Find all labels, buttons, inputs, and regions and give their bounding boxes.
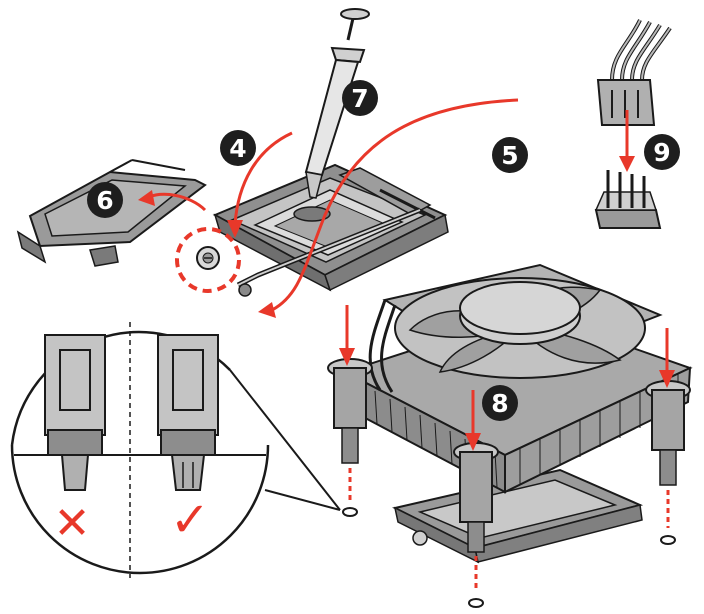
fan-connector xyxy=(596,19,672,126)
step-badge-8: 8 xyxy=(482,385,518,421)
push-pin-front xyxy=(453,442,499,608)
lever-arrows xyxy=(138,98,519,318)
step-badge-5: 5 xyxy=(492,137,528,173)
correct-mark: ✓ xyxy=(170,492,210,548)
fan-header xyxy=(594,170,662,229)
push-pin-right xyxy=(645,380,691,545)
detail-magnifier xyxy=(10,322,341,578)
motherboard-socket-bottom xyxy=(392,468,644,564)
step-badge-6: 6 xyxy=(87,182,123,218)
push-pin-left xyxy=(327,358,373,517)
step-number-8: 8 xyxy=(491,389,508,418)
cpu-socket xyxy=(212,163,449,292)
step-number-6: 6 xyxy=(96,186,113,215)
step-number-4: 4 xyxy=(229,134,246,163)
connector-arrow xyxy=(619,110,635,172)
step-badge-4: 4 xyxy=(220,130,256,166)
socket-lever xyxy=(236,207,421,297)
step-number-7: 7 xyxy=(351,84,368,113)
step-badge-7: 7 xyxy=(342,80,378,116)
push-pin-arrows xyxy=(339,305,675,451)
step-number-5: 5 xyxy=(501,141,518,170)
screw-highlight-circle xyxy=(175,227,241,293)
thermal-paste-blob xyxy=(293,206,331,222)
wrong-mark: ✕ xyxy=(54,498,91,549)
step-number-9: 9 xyxy=(653,138,670,167)
socket-screw xyxy=(196,246,220,270)
step-badge-9: 9 xyxy=(644,134,680,170)
cooler-fan xyxy=(368,263,663,393)
